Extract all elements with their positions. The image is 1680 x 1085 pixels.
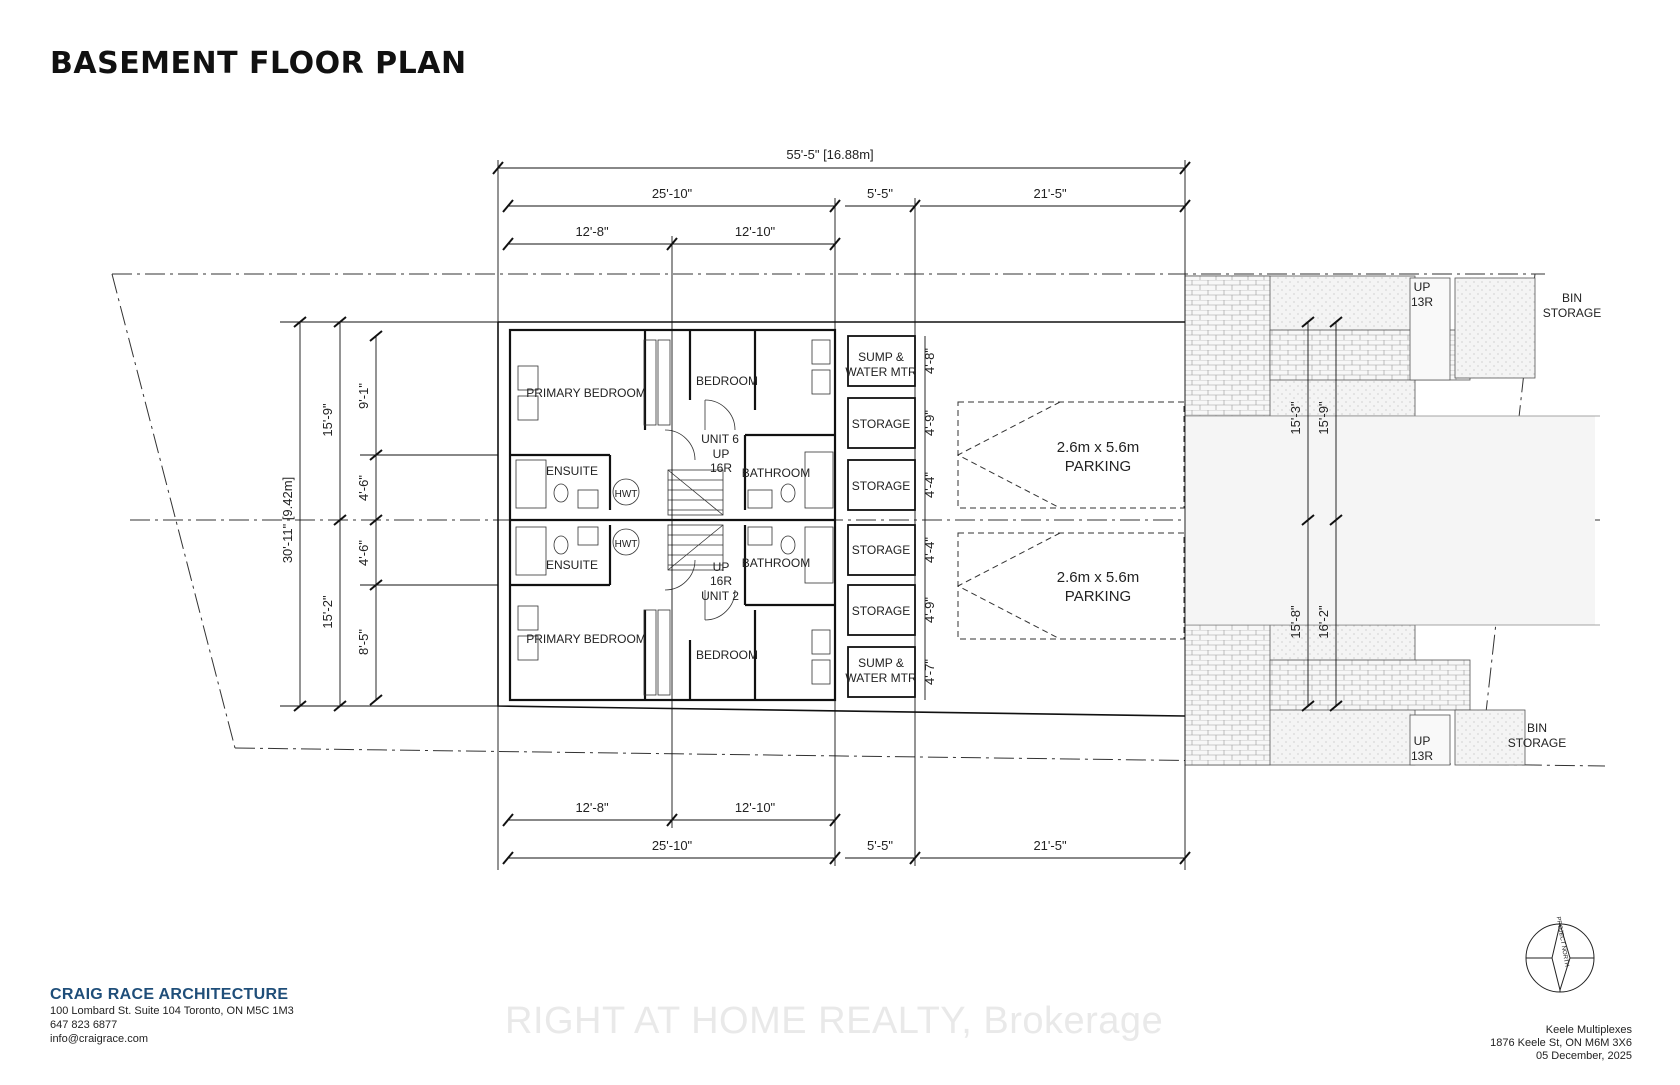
stair-up-top: UP — [713, 447, 730, 461]
dim-overall-top: 55'-5" [16.88m] — [786, 147, 873, 162]
sump-bottom-line2: WATER MTR — [845, 671, 917, 685]
ext-stair-up-bottom: UP — [1414, 734, 1431, 748]
dim-right-d1: 15'-3" — [1288, 401, 1303, 435]
dim-left-bottom: 15'-2" — [320, 595, 335, 629]
bin-storage-top-line1: BIN — [1562, 291, 1582, 305]
dim-right-d4: 16'-2" — [1316, 605, 1331, 639]
hwt-bottom: HWT — [615, 539, 638, 550]
hwt-top: HWT — [615, 489, 638, 500]
watermark: RIGHT AT HOME REALTY, Brokerage — [505, 1000, 1164, 1042]
dim-seg-b: 5'-5" — [867, 186, 893, 201]
room-bathroom-bottom: BATHROOM — [742, 556, 810, 570]
bin-storage-top-line2: STORAGE — [1543, 306, 1601, 320]
storage-1: STORAGE — [852, 417, 910, 431]
stair-up-bottom: UP — [713, 560, 730, 574]
storage-3: STORAGE — [852, 543, 910, 557]
firm-phone: 647 823 6877 — [50, 1019, 118, 1031]
project-address: 1876 Keele St, ON M6M 3X6 — [1490, 1037, 1632, 1049]
stair-risers-top: 16R — [710, 461, 732, 475]
dim-storage-d3: 4'-4" — [922, 472, 937, 498]
dim-sub-a: 12'-8" — [575, 224, 609, 239]
dim-left-top: 15'-9" — [320, 403, 335, 437]
unit-label-top: UNIT 6 — [701, 432, 739, 446]
firm-block: CRAIG RACE ARCHITECTURE 100 Lombard St. … — [50, 986, 294, 1046]
room-bathroom-top: BATHROOM — [742, 466, 810, 480]
parking-size-top: 2.6m x 5.6m — [1057, 439, 1140, 456]
dim-left-overall: 30'-11" [9.42m] — [280, 477, 295, 563]
exterior-wells — [1184, 275, 1600, 766]
ext-stair-up-top: UP — [1414, 280, 1431, 294]
stairs — [667, 469, 724, 571]
stair-risers-bottom: 16R — [710, 574, 732, 588]
dimension-lines — [280, 160, 1337, 870]
dim-seg-a: 25'-10" — [652, 186, 693, 201]
dim-storage-d2: 4'-9" — [922, 410, 937, 436]
room-ensuite-top: ENSUITE — [546, 464, 598, 478]
sump-top-line1: SUMP & — [858, 350, 904, 364]
firm-address: 100 Lombard St. Suite 104 Toronto, ON M5… — [50, 1005, 294, 1017]
dim-sub-b: 12'-10" — [735, 224, 776, 239]
dim-seg-b-bottom: 5'-5" — [867, 838, 893, 853]
sump-top-line2: WATER MTR — [845, 365, 917, 379]
dim-left-d3: 4'-6" — [356, 540, 371, 566]
dim-storage-d6: 4'-7" — [922, 659, 937, 685]
fixtures — [515, 339, 834, 696]
dim-seg-c-bottom: 21'-5" — [1033, 838, 1067, 853]
dim-sub-a-bottom: 12'-8" — [575, 800, 609, 815]
dim-left-d1: 9'-1" — [356, 383, 371, 409]
room-primary-bedroom-bottom: PRIMARY BEDROOM — [526, 632, 646, 646]
project-date: 05 December, 2025 — [1535, 1050, 1632, 1062]
project-block: Keele Multiplexes 1876 Keele St, ON M6M … — [1490, 1024, 1632, 1063]
parking-size-bottom: 2.6m x 5.6m — [1057, 569, 1140, 586]
storage-2: STORAGE — [852, 479, 910, 493]
unit-label-bottom: UNIT 2 — [701, 589, 739, 603]
dim-storage-d4: 4'-4" — [922, 537, 937, 563]
north-arrow-icon: PROJECT NORTH — [1525, 916, 1595, 993]
dim-left-d4: 8'-5" — [356, 629, 371, 655]
parking-label-top: PARKING — [1065, 458, 1131, 475]
unit-walls — [508, 328, 837, 702]
doors — [664, 399, 736, 621]
room-bedroom-top: BEDROOM — [696, 374, 758, 388]
page-title: BASEMENT FLOOR PLAN — [50, 46, 467, 81]
parking-label-bottom: PARKING — [1065, 588, 1131, 605]
dim-seg-c: 21'-5" — [1033, 186, 1067, 201]
dim-sub-b-bottom: 12'-10" — [735, 800, 776, 815]
dim-seg-a-bottom: 25'-10" — [652, 838, 693, 853]
dim-storage-d5: 4'-9" — [922, 597, 937, 623]
sump-bottom-line1: SUMP & — [858, 656, 904, 670]
dim-left-d2: 4'-6" — [356, 475, 371, 501]
project-name: Keele Multiplexes — [1545, 1024, 1632, 1036]
storage-4: STORAGE — [852, 604, 910, 618]
dim-right-d3: 15'-8" — [1288, 605, 1303, 639]
ext-stair-risers-top: 13R — [1411, 295, 1433, 309]
dimension-ticks — [293, 161, 1343, 865]
parking-stalls — [956, 401, 1185, 640]
dim-storage-d1: 4'-8" — [922, 348, 937, 374]
ext-stair-risers-bottom: 13R — [1411, 749, 1433, 763]
room-bedroom-bottom: BEDROOM — [696, 648, 758, 662]
room-ensuite-bottom: ENSUITE — [546, 558, 598, 572]
firm-email: info@craigrace.com — [50, 1033, 148, 1045]
storage-column — [847, 335, 916, 698]
firm-name: CRAIG RACE ARCHITECTURE — [50, 986, 289, 1003]
bin-storage-bottom-line2: STORAGE — [1508, 736, 1566, 750]
bin-storage-bottom-line1: BIN — [1527, 721, 1547, 735]
room-primary-bedroom-top: PRIMARY BEDROOM — [526, 386, 646, 400]
dim-right-d2: 15'-9" — [1316, 401, 1331, 435]
